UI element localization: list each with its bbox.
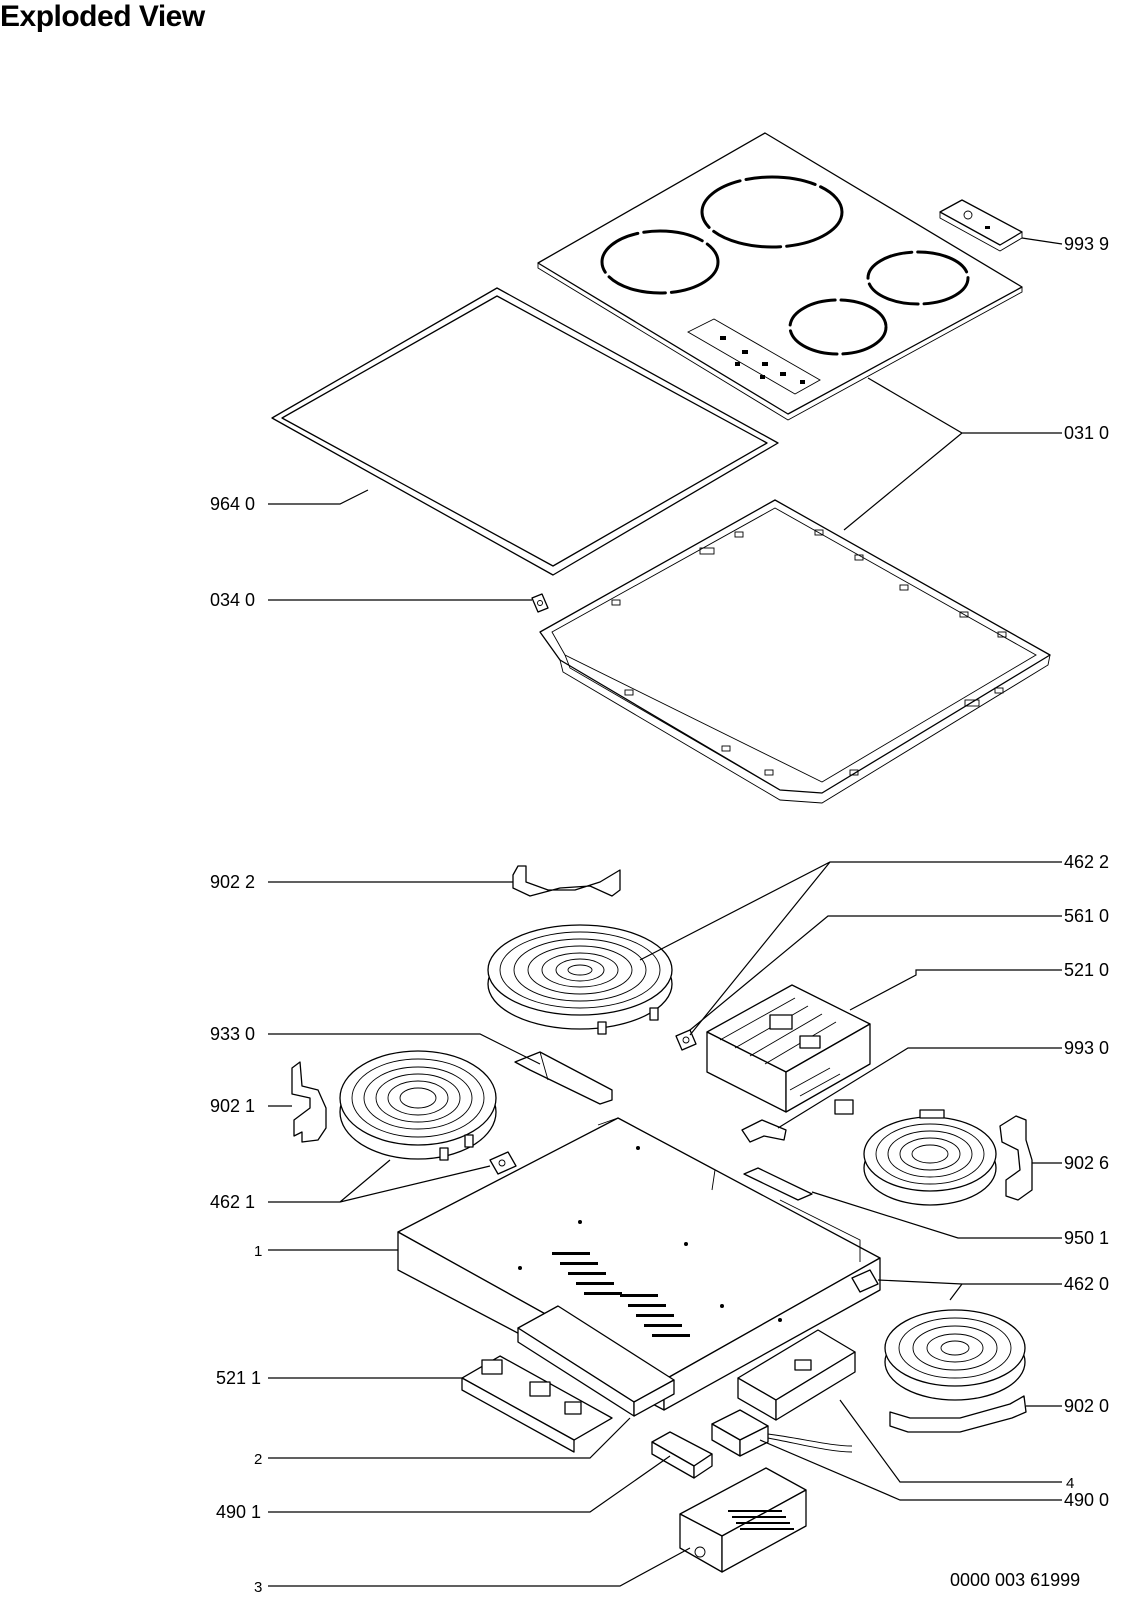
heater-bracket-right [999,1115,1033,1201]
frame-seal [271,287,779,576]
cover-box [679,1467,807,1573]
glass-ceramic-top [537,132,1023,421]
power-module [711,1409,853,1457]
callout-521-1: 521 1 [216,1368,261,1388]
frame-clip [531,593,549,613]
callout-993-0: 993 0 [1064,1038,1109,1058]
hob-frame [539,499,1051,804]
support-bracket [514,1051,613,1105]
electronics-tray [517,1305,675,1417]
switch-module [651,1431,713,1479]
callout-993-9: 993 9 [1064,234,1109,254]
temperature-limiter-left [489,1151,517,1175]
control-board [461,1355,613,1453]
callout-490-1: 490 1 [216,1502,261,1522]
drawing-code: 0000 003 61999 [950,1570,1080,1590]
heater-right [863,1109,997,1206]
control-display-part [939,199,1023,252]
callout-933-0: 933 0 [210,1024,255,1044]
callout-462-2: 462 2 [1064,852,1109,872]
connection-box [706,984,871,1113]
heater-bracket-left [291,1061,327,1143]
callout-462-1: 462 1 [210,1192,255,1212]
heater-left [339,1050,497,1161]
temperature-limiter-rear [675,1029,697,1051]
callout-902-0: 902 0 [1064,1396,1109,1416]
heater-large [487,924,673,1035]
callout-902-6: 902 6 [1064,1153,1109,1173]
callout-4: 4 [1066,1475,1074,1492]
insulation-strip [743,1167,813,1201]
callout-902-2: 902 2 [210,872,255,892]
callout-964-0: 964 0 [210,494,255,514]
page-title: Exploded View [0,0,205,33]
callout-561-0: 561 0 [1064,906,1109,926]
callout-034-0: 034 0 [210,590,255,610]
callout-1: 1 [254,1243,262,1260]
callout-902-1: 902 1 [210,1096,255,1116]
callout-2: 2 [254,1451,262,1468]
callout-490-0: 490 0 [1064,1490,1109,1510]
clamp-bracket [741,1099,854,1143]
heater-bracket-rear [512,865,621,897]
temperature-limiter-right [851,1269,879,1293]
callout-3: 3 [254,1579,262,1596]
heater-front-right [884,1309,1027,1433]
callout-031-0: 031 0 [1064,423,1109,443]
electronics-cover [737,1329,856,1421]
callout-950-1: 950 1 [1064,1228,1109,1248]
callout-521-0: 521 0 [1064,960,1109,980]
callout-462-0: 462 0 [1064,1274,1109,1294]
leader-lines [268,237,1063,1587]
